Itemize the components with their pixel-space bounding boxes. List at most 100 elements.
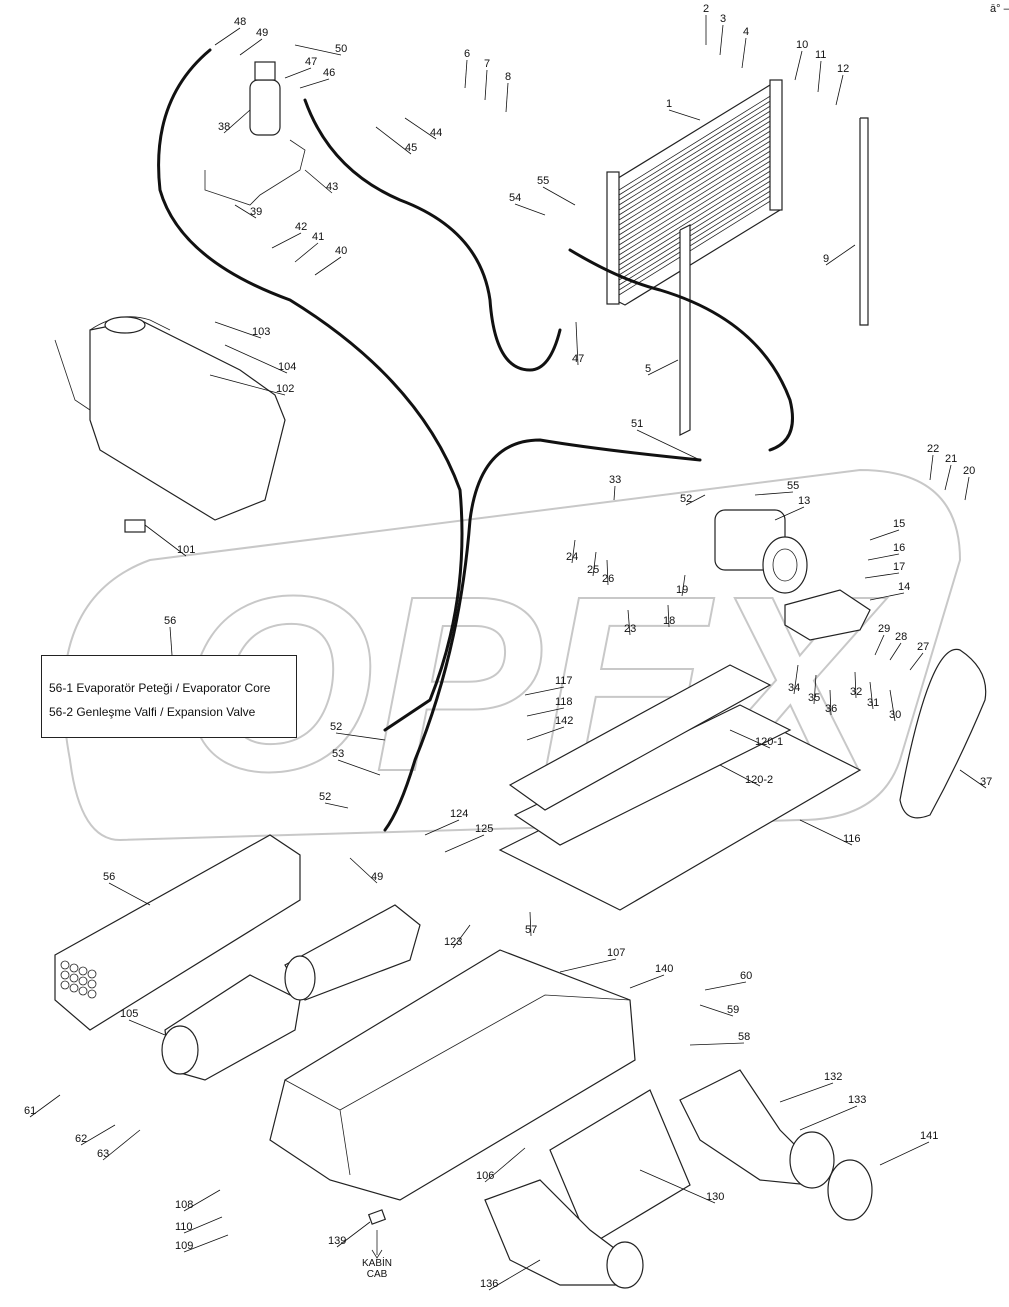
part-label-120-1: 120-1 (755, 736, 783, 748)
part-label-10: 10 (796, 39, 808, 51)
ring-141 (827, 1159, 873, 1221)
leader-line-50 (294, 44, 342, 56)
leader-line-15 (869, 529, 900, 541)
cab-note-tr: KABİN (361, 1258, 392, 1269)
part-number-labels: 1234567891011121314151617181920212223242… (24, 3, 992, 1290)
part-label-56b: 56 (103, 871, 115, 883)
leader-line-1 (668, 109, 701, 121)
part-label-26: 26 (602, 573, 614, 585)
leader-line-52a (685, 494, 706, 506)
leader-line-24 (571, 539, 576, 564)
leader-line-37 (959, 769, 987, 789)
part-label-48: 48 (234, 16, 246, 28)
leader-line-8 (505, 82, 509, 113)
part-label-61: 61 (24, 1105, 36, 1117)
leader-line-25 (592, 551, 597, 577)
part-label-29: 29 (878, 623, 890, 635)
leader-line-38 (223, 109, 251, 134)
condenser-fin (618, 124, 773, 221)
condenser-fin (618, 199, 773, 296)
part-label-7: 7 (484, 58, 490, 70)
leader-line-120-1 (729, 729, 771, 749)
leader-line-46 (299, 78, 330, 89)
condenser-fin (618, 169, 773, 266)
drier-bracket-39 (204, 139, 306, 206)
leader-line-47b (575, 321, 579, 366)
leader-line-60 (704, 981, 747, 991)
part-label-37: 37 (980, 776, 992, 788)
leader-line-5 (647, 359, 679, 376)
part-label-17: 17 (893, 561, 905, 573)
part-label-107: 107 (607, 947, 625, 959)
leader-line-17 (864, 572, 900, 579)
part-label-106: 106 (476, 1170, 494, 1182)
part-label-8: 8 (505, 71, 511, 83)
part-label-28: 28 (895, 631, 907, 643)
part-label-50: 50 (335, 43, 347, 55)
part-label-47b: 47 (572, 353, 584, 365)
part-label-15: 15 (893, 518, 905, 530)
leader-line-142 (526, 726, 565, 741)
part-label-104: 104 (278, 361, 296, 373)
duct-133 (679, 1069, 835, 1189)
part-label-132: 132 (824, 1071, 842, 1083)
leader-line-55a (542, 186, 576, 206)
part-label-123: 123 (444, 936, 462, 948)
leader-line-52b (335, 732, 386, 741)
part-label-59: 59 (727, 1004, 739, 1016)
compressor (714, 509, 808, 594)
part-label-51: 51 (631, 418, 643, 430)
leader-line-49a (239, 38, 263, 56)
part-label-117: 117 (555, 675, 573, 687)
condenser-fin (618, 119, 773, 216)
leader-line-42 (271, 232, 302, 249)
part-label-133: 133 (848, 1094, 866, 1106)
leader-line-19 (681, 574, 686, 597)
leader-line-7 (484, 69, 488, 101)
leader-line-108 (183, 1189, 221, 1212)
evaporator-tube-end (87, 979, 97, 989)
part-label-109: 109 (175, 1240, 193, 1252)
leader-line-22 (929, 454, 934, 481)
evaporator-tube-end (87, 969, 97, 979)
part-label-125: 125 (475, 823, 493, 835)
evaporator-tube-end (60, 970, 70, 980)
part-label-116: 116 (843, 833, 861, 845)
leader-line-3 (719, 24, 724, 56)
part-label-45: 45 (405, 142, 417, 154)
evaporator-tube-end (69, 983, 79, 993)
leader-line-12 (835, 74, 844, 106)
part-label-110: 110 (175, 1221, 193, 1233)
condenser-fin (618, 184, 773, 281)
part-label-57: 57 (525, 924, 537, 936)
evaporator-tube-end (60, 960, 70, 970)
condenser-fin (618, 179, 773, 276)
coolant-tank (54, 316, 286, 521)
evaporator-tube-end (60, 980, 70, 990)
leader-line-120-2 (719, 764, 761, 787)
part-label-108: 108 (175, 1199, 193, 1211)
leader-line-9 (825, 244, 856, 266)
part-label-24: 24 (566, 551, 578, 563)
leader-line-33 (613, 485, 616, 501)
leader-line-116 (799, 819, 853, 846)
leader-line-30 (889, 689, 896, 722)
cab-arrow (371, 1230, 383, 1259)
leader-line-23 (627, 609, 631, 636)
condenser-fin (618, 159, 773, 256)
leader-line-11 (817, 60, 822, 93)
leader-line-36 (829, 689, 832, 716)
leader-line-47a (284, 67, 312, 79)
part-label-46: 46 (323, 67, 335, 79)
leader-line-107 (559, 958, 617, 973)
housing-107 (269, 949, 636, 1201)
leader-line-54 (514, 203, 546, 216)
leader-line-31 (869, 681, 874, 710)
condenser-fin (618, 99, 773, 196)
evaporator-tube-end (69, 963, 79, 973)
part-label-21: 21 (945, 453, 957, 465)
leader-line-141 (879, 1141, 930, 1166)
refrigerant-hoses (157, 48, 794, 832)
part-label-139: 139 (328, 1235, 346, 1247)
